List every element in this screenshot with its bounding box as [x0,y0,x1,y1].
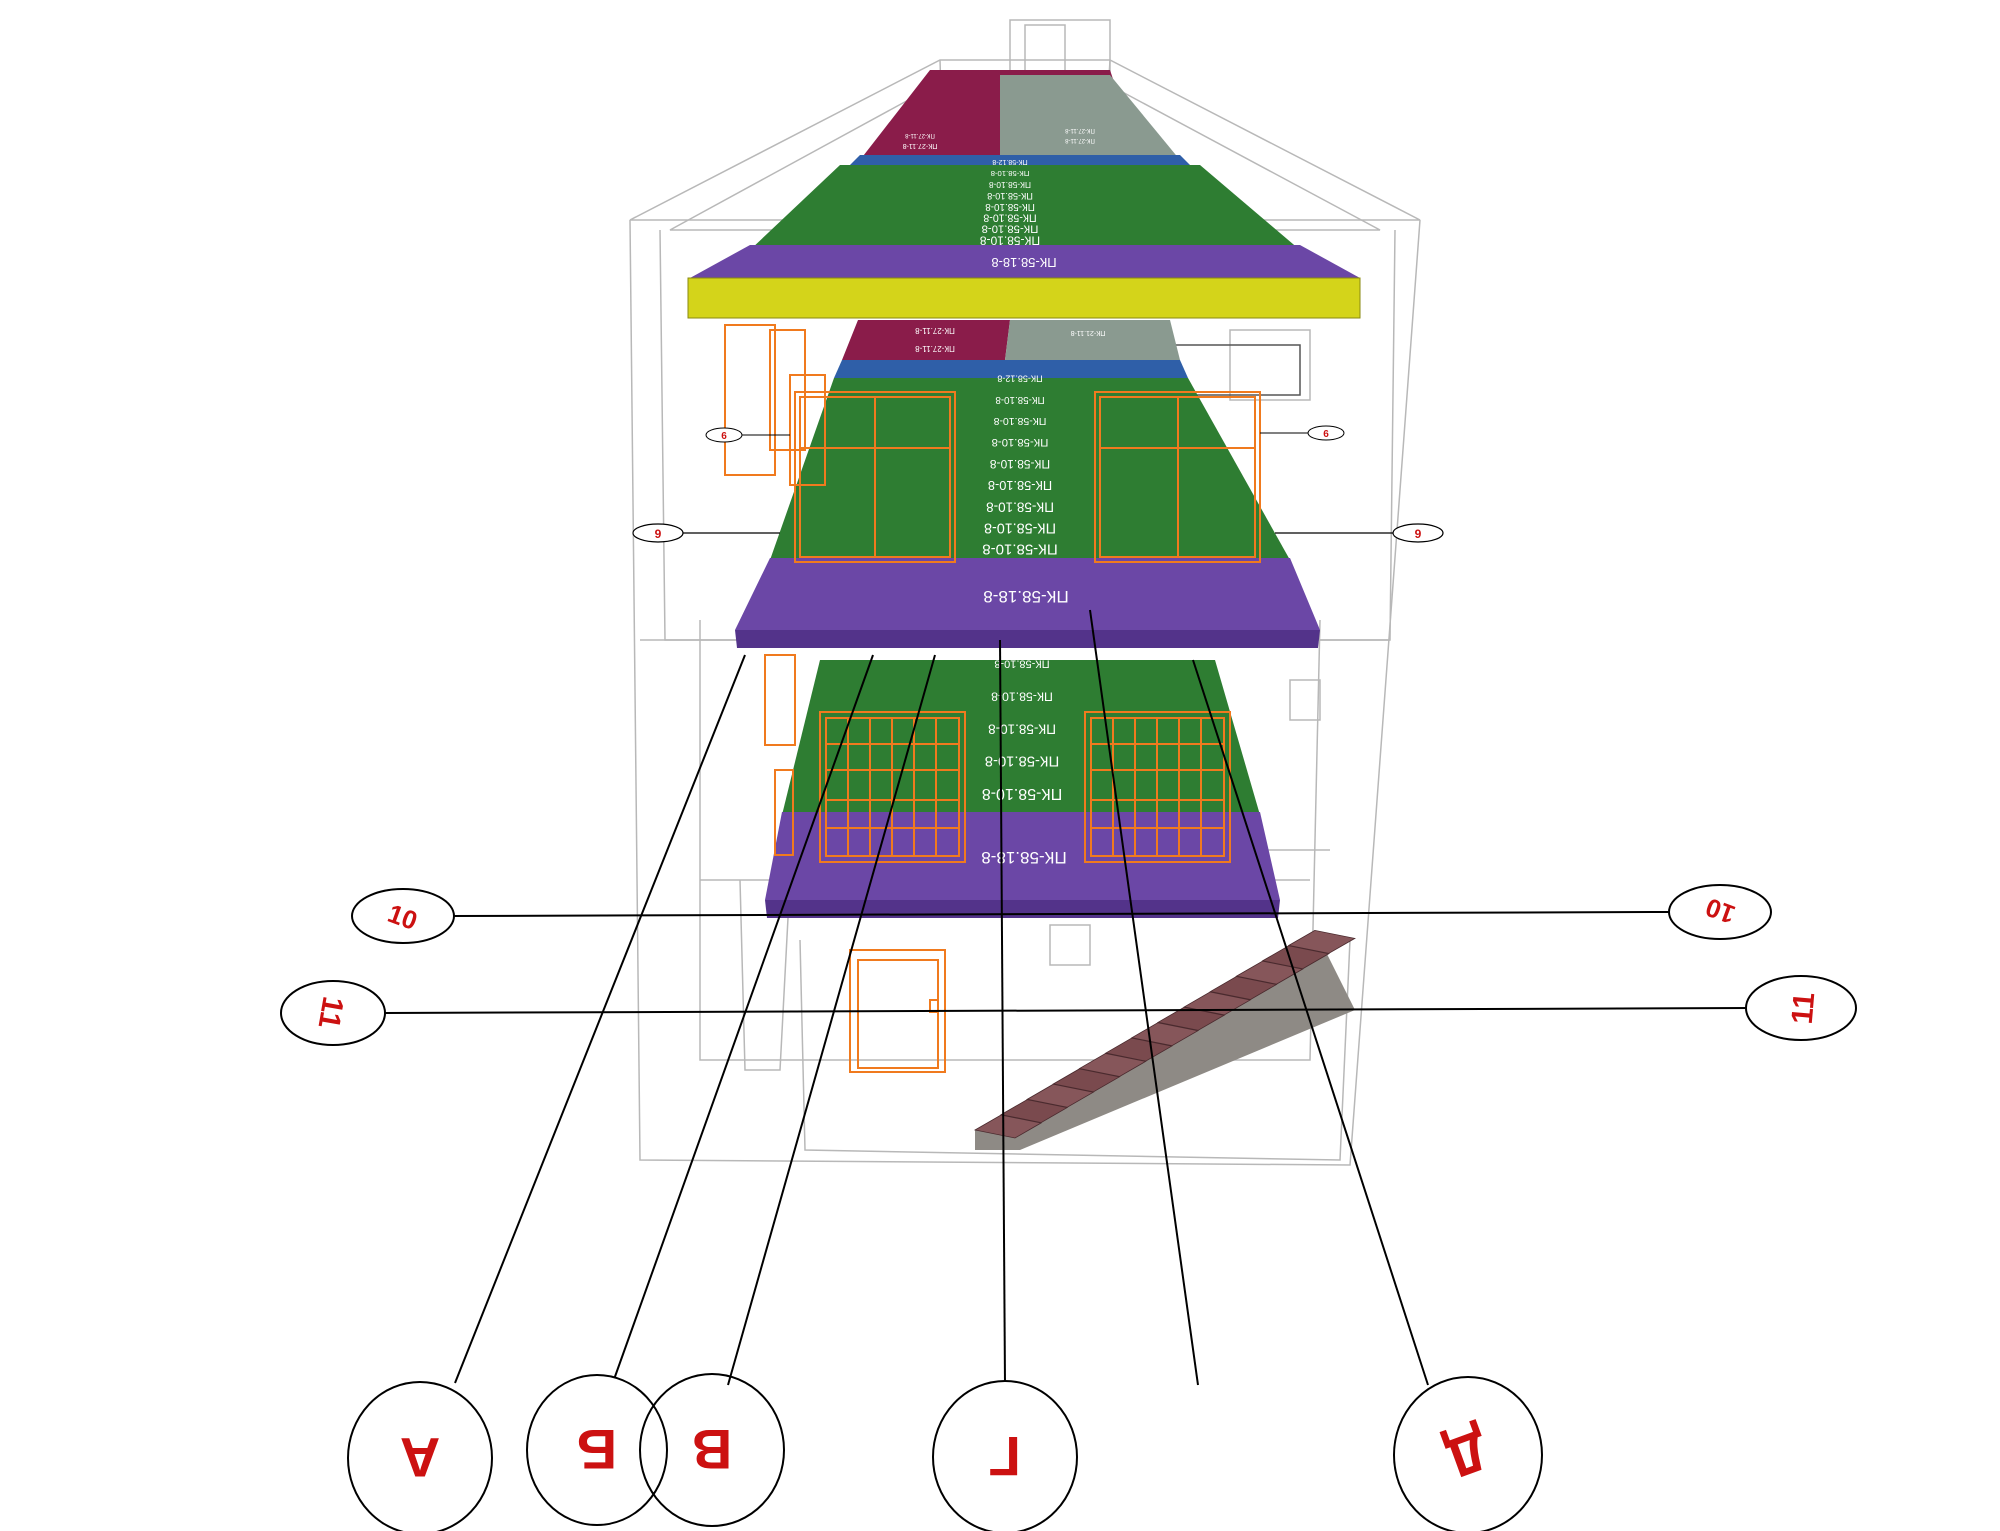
mid-slab-label: ПК-58.10-8 [992,436,1049,448]
axis-B-soft: Б [526,1374,668,1526]
low-slab-label: ПК-58.10-8 [988,722,1056,737]
stair-step [1078,1053,1147,1077]
mid-slab-label: ПК-58.10-8 [990,457,1051,471]
stair-step [1261,945,1330,970]
windows-group [724,324,1261,1073]
svg-text:Б: Б [577,1418,617,1481]
axis-11-right: 11 [1745,975,1857,1041]
top-slab-label: ПК-58.10-8 [989,180,1031,190]
axis-11-left: 11 [280,980,386,1046]
svg-text:11: 11 [1786,991,1822,1025]
window-side-upper [724,324,826,486]
axis-A: А [347,1381,493,1531]
top-slab-edge-label: ПК-58.18-8 [991,255,1056,270]
top-slab-upper-label: ПК-27.11-8 [1064,127,1094,133]
mid-slab-label: ПК-58.10-8 [982,541,1057,558]
top-slab-label: ПК-58.10-8 [982,223,1039,235]
mid-slab-label: ПК-58.10-8 [986,499,1054,514]
low-slab-label: ПК-58.10-8 [985,753,1059,769]
floor-marker-right-6: 6 [1307,425,1345,441]
mid-slab-label: ПК-58.10-8 [993,415,1046,427]
top-slab-blue-strip [850,155,1190,165]
window-mid-right [1094,391,1261,563]
mid-slab-green-field [770,378,1290,560]
letter-axes-lines [454,609,1429,1386]
low-slab-edge-label: ПК-58.18-8 [981,848,1066,867]
stair-step [1000,1099,1069,1124]
top-slab-upper-label: ПК-27.11-8 [904,132,934,138]
axis-10-left: 10 [351,888,455,944]
mid-slab-label: ПК-58.12-8 [997,374,1042,384]
top-slab-label: ПК-58.10-8 [980,234,1041,248]
stair-step [1287,929,1356,954]
mid-slab-label: ПК-58.10-8 [984,519,1056,535]
svg-text:11: 11 [312,994,350,1031]
axis-G: Г [932,1380,1078,1531]
mid-slab-group: ПК-58.10-8ПК-58.10-8ПК-58.10-8ПК-58.10-8… [735,320,1320,648]
low-slab-group: ПК-58.10-8ПК-58.10-8ПК-58.10-8ПК-58.10-8… [765,657,1280,918]
floor-marker-right-9: 9 [1392,523,1444,543]
mid-slab-purple-edge [735,558,1320,630]
mid-slab-purple-bottom [735,630,1320,648]
svg-text:В: В [692,1418,732,1481]
top-slab-purple-edge [690,245,1360,278]
horizontal-axes: 10 10 11 11 [280,884,1857,1046]
svg-text:6: 6 [1323,429,1329,440]
top-slab-label: ПК-58.10-8 [983,212,1036,224]
stair-step [1104,1037,1173,1062]
stair-step [1026,1083,1095,1108]
low-slab-label: ПК-58.10-8 [982,785,1063,802]
top-slab-gray-strip [1000,75,1180,160]
top-slab-group: ПК-58.10-8ПК-58.10-8ПК-58.10-8ПК-58.10-8… [687,70,1361,319]
svg-text:9: 9 [655,527,662,541]
mid-slab-label: ПК-58.10-8 [995,394,1045,405]
axis-V: В [639,1373,785,1527]
staircase [973,929,1356,1150]
top-slab-label: ПК-58.10-8 [991,169,1030,178]
low-slab-label: ПК-58.10-8 [991,689,1053,703]
top-slab-upper-label: ПК-27.11-8 [1064,137,1094,143]
svg-text:А: А [400,1426,440,1489]
floor-marker-left-9: 9 [632,523,684,543]
window-low-left [819,711,966,863]
svg-text:9: 9 [1415,527,1422,541]
mid-slab-label: ПК-58.10-8 [988,478,1052,493]
stair-step [1209,976,1278,1000]
mid-slab-maroon-strip [842,320,1010,360]
stair-step [1052,1068,1121,1093]
mid-slab-edge-label: ПК-58.18-8 [983,587,1068,606]
top-slab-label: ПК-58.10-8 [985,201,1035,212]
mid-slab-upper-label: ПК-27.11-8 [915,326,955,335]
low-slab-label: ПК-58.10-8 [994,657,1049,669]
top-slab-upper-label: ПК-27.11-8 [903,142,938,149]
mid-slab-upper-label: ПК-27.11-8 [915,344,955,353]
window-side-lower [764,654,796,856]
mid-slab-upper-label: ПК-21.11-8 [1071,329,1106,336]
svg-text:6: 6 [721,431,727,442]
axis-D: Д [1393,1376,1543,1531]
top-slab-label: ПК-58.12-8 [992,158,1027,165]
stair-step [973,1114,1043,1139]
axis-10-right: 10 [1668,884,1772,940]
mid-slab-blue-strip [834,360,1188,378]
floor-markers: 9 9 6 6 [632,425,1444,543]
top-slab-label: ПК-58.10-8 [987,191,1033,201]
roof-yellow-edge [687,277,1361,319]
top-slab-green-field [750,165,1300,250]
mid-slab-gray-strip [1005,320,1180,360]
stair-step [1235,960,1304,985]
svg-text:Г: Г [989,1425,1021,1488]
stair-step [1156,1006,1226,1031]
low-slab-purple-edge [765,812,1280,900]
floor-marker-left-6: 6 [705,427,743,443]
